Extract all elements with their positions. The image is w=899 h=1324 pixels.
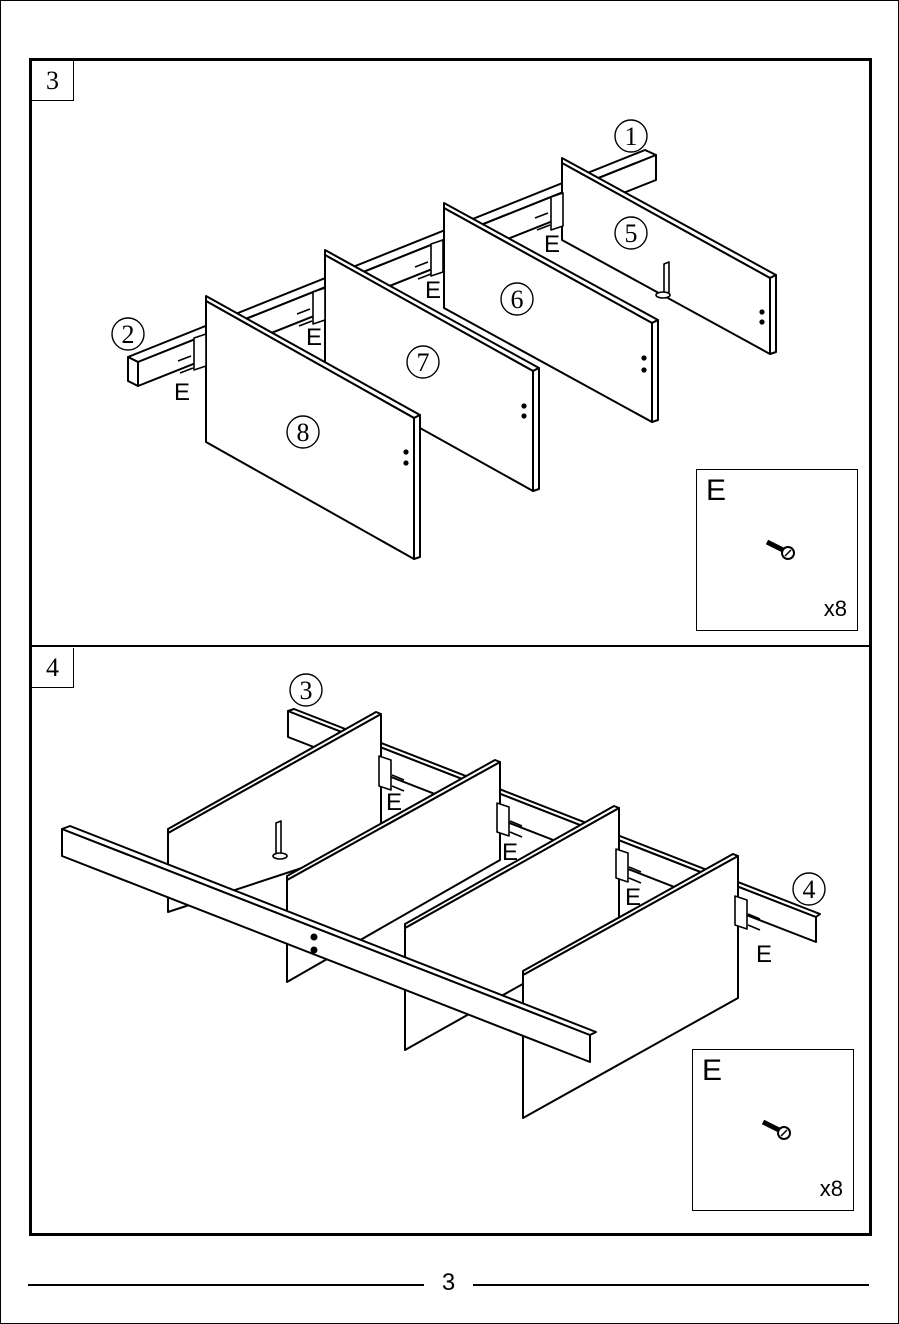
callout-part-5: 5 [625, 219, 638, 248]
hardware-letter: E [702, 1054, 722, 1088]
callout-part-6: 6 [511, 285, 524, 314]
fastener-label: E [625, 884, 641, 911]
fastener-label: E [174, 379, 190, 406]
step-divider [29, 645, 872, 647]
fastener-label: E [306, 324, 322, 351]
callout-part-2: 2 [122, 320, 135, 349]
hardware-box: E x8 [696, 469, 858, 631]
hardware-letter: E [706, 474, 726, 508]
fastener-label: E [544, 231, 560, 258]
screw-icon [759, 1116, 795, 1144]
fastener-label: E [386, 789, 402, 816]
callout-part-4: 4 [803, 875, 816, 904]
footer-rule [28, 1284, 424, 1286]
fastener-label: E [502, 839, 518, 866]
page-number: 3 [424, 1268, 473, 1298]
fastener-label: E [756, 941, 772, 968]
callout-part-1: 1 [625, 122, 638, 151]
callout-part-8: 8 [297, 418, 310, 447]
hardware-quantity: x8 [824, 596, 847, 622]
callout-part-3: 3 [300, 676, 313, 705]
callout-part-7: 7 [417, 348, 430, 377]
footer-rule [473, 1284, 869, 1286]
hardware-quantity: x8 [820, 1176, 843, 1202]
screw-icon [763, 536, 799, 564]
hardware-box: E x8 [692, 1049, 854, 1211]
fastener-label: E [425, 277, 441, 304]
